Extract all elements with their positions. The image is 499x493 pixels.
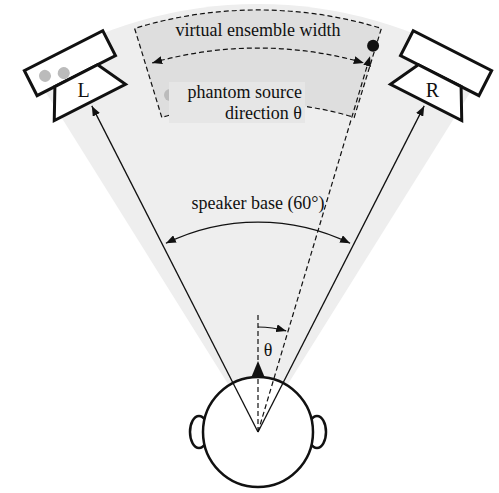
speaker-horn — [390, 57, 475, 120]
phantom-source-dot — [367, 40, 379, 52]
ensemble-label: virtual ensemble width — [173, 20, 344, 41]
speaker-base-label: speaker base (60°) — [191, 193, 324, 214]
angle-label: θ — [264, 340, 273, 361]
ensemble-width-arrow — [152, 48, 364, 63]
speaker: L — [14, 16, 144, 146]
median-line — [257, 315, 258, 432]
instrument-dot — [37, 68, 53, 84]
speaker-base-arrow — [166, 222, 350, 243]
listening-sector — [31, 4, 485, 432]
angle-arc — [258, 327, 286, 331]
channel-label: L — [78, 80, 90, 100]
phantom-label: phantom source direction θ — [169, 82, 305, 123]
direction-line — [92, 106, 258, 432]
channel-label: R — [426, 80, 439, 100]
speaker-horn — [41, 57, 126, 120]
speaker: R — [372, 16, 499, 146]
instrument-dot — [56, 65, 72, 81]
